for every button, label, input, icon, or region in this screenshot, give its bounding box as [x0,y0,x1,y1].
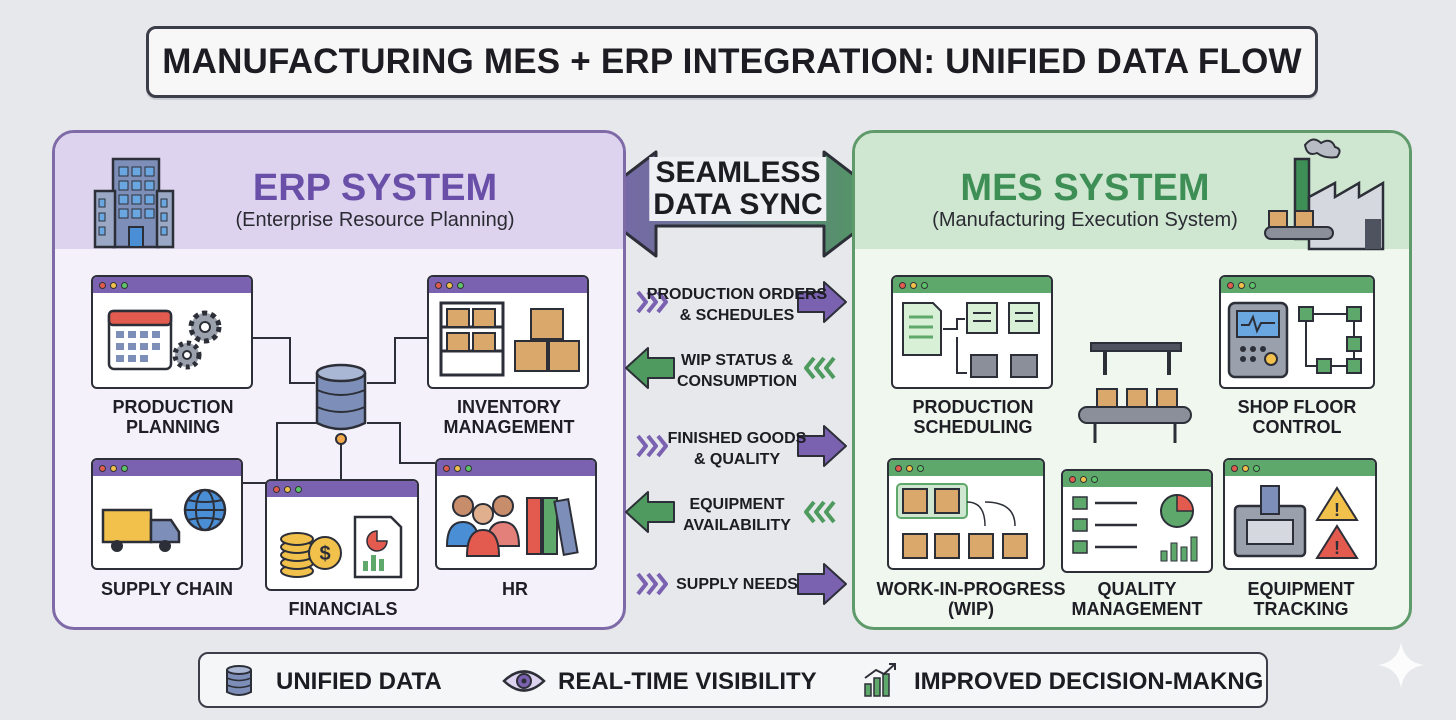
control-panel-icon [1227,301,1362,379]
supply-chain-card[interactable] [91,458,243,570]
chevrons-icon [636,572,668,596]
mes-panel: MES SYSTEM (Manufacturing Execution Syst… [852,130,1412,630]
arrow-right-icon [797,281,847,323]
financials-card[interactable]: $ [265,479,419,591]
flow-label-line-2: & QUALITY [693,451,781,468]
quality-management-card[interactable] [1061,469,1213,573]
truck-globe-icon [101,488,227,552]
flow-label: WIP STATUS & CONSUMPTION [677,350,797,392]
footer-item-unified-data: UNIFIED DATA [276,668,442,695]
page-title: MANUFACTURING MES + ERP INTEGRATION: UNI… [146,26,1318,98]
mes-title: MES SYSTEM [960,167,1210,209]
flow-label: PRODUCTION ORDERS & SCHEDULES [647,284,827,326]
footer-benefits: UNIFIED DATA REAL-TIME VISIBILITY IMPROV… [198,652,1268,708]
flow-label: FINISHED GOODS & QUALITY [668,428,807,470]
flow-label-line-1: WIP STATUS & [681,352,793,369]
machine-warning-icon: ! ! [1233,485,1359,559]
svg-text:$: $ [319,543,330,565]
schedule-flow-icon [902,302,1040,378]
arrow-right-icon [797,425,847,467]
flow-label: SUPPLY NEEDS [676,574,798,595]
conveyor-robot-arms-icon [1078,342,1192,443]
chevrons-icon [636,290,668,314]
flow-label-line-1: FINISHED GOODS [667,430,807,447]
inventory-management-card[interactable] [427,275,589,389]
hr-label: HR [502,579,528,599]
svg-text:!: ! [1334,500,1340,520]
coins-report-icon: $ [280,515,403,579]
flow-label-line-2: CONSUMPTION [677,373,797,390]
arrow-left-icon [625,491,675,533]
equipment-tracking-card[interactable]: ! ! [1223,458,1377,570]
flow-label: EQUIPMENT AVAILABILITY [683,494,791,536]
factory-icon [1264,138,1385,251]
chevrons-icon [804,500,836,524]
shop-floor-control-card[interactable] [1219,275,1375,389]
supply-chain-label: SUPPLY CHAIN [100,579,234,599]
calendar-gear-icon [107,309,222,371]
production-scheduling-card[interactable] [891,275,1053,389]
svg-text:!: ! [1334,538,1340,558]
wip-card[interactable] [887,458,1045,570]
warehouse-boxes-icon [439,301,580,377]
sparkle-icon [1378,642,1424,688]
growth-chart-icon [864,663,896,697]
chevrons-icon [636,434,668,458]
arrow-left-icon [625,347,675,389]
sync-line-1: SEAMLESS [655,156,821,189]
footer-item-decision: IMPROVED DECISION-MAKNG [914,668,1264,695]
erp-database-icon [315,363,367,431]
database-icon [226,665,252,696]
footer-item-visibility: REAL-TIME VISIBILITY [558,668,817,695]
flow-label-line-2: AVAILABILITY [683,517,791,534]
chevrons-icon [804,356,836,380]
flow-label-line-1: EQUIPMENT [689,496,785,513]
arrow-right-icon [797,563,847,605]
sync-line-2: DATA SYNC [653,188,823,221]
erp-panel: ERP SYSTEM (Enterprise Resource Planning… [52,130,626,630]
office-building-icon [93,157,175,249]
wip-label: WORK-IN-PROGRESS(WIP) [876,579,1066,619]
mes-subtitle: (Manufacturing Execution System) [932,209,1238,231]
erp-title: ERP SYSTEM [252,167,498,209]
sync-label: SEAMLESS DATA SYNC [649,156,827,221]
flow-label-line-2: & SCHEDULES [679,307,795,324]
hr-card[interactable] [435,458,597,570]
people-binders-icon [445,495,579,557]
erp-subtitle: (Enterprise Resource Planning) [235,209,515,231]
checklist-chart-icon [1072,494,1198,562]
flow-label-line-1: SUPPLY NEEDS [676,576,798,593]
production-planning-card[interactable] [91,275,253,389]
flow-label-line-1: PRODUCTION ORDERS [646,286,828,303]
eye-icon [502,670,546,692]
financials-label: FINANCIALS [288,599,398,619]
wip-boxes-icon [896,483,1028,559]
erp-connector-lines [241,337,435,484]
